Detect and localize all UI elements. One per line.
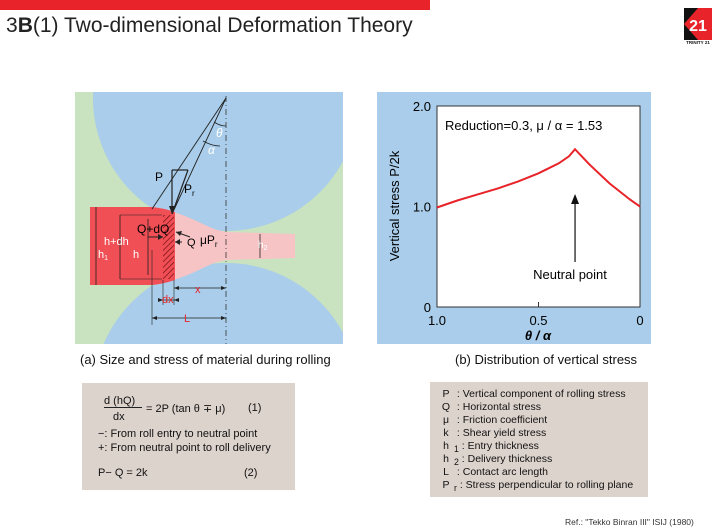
lower-roll xyxy=(103,263,343,344)
label-h1: h1 xyxy=(98,249,108,262)
series-line xyxy=(436,147,641,209)
legend-row: L : Contact arc length xyxy=(443,466,548,478)
symbol-legend: P : Vertical component of rolling stress… xyxy=(430,382,648,497)
eq1-rhs: = 2P (tan θ ∓ μ) xyxy=(146,403,226,415)
label-p: P xyxy=(155,170,163,184)
y-tick-label: 0 xyxy=(424,300,431,315)
rolling-diagram: θ α P Pr Q+dQ Q μPr h+dh h h1 h2 dx x L xyxy=(75,92,343,344)
eq1-tag: (1) xyxy=(248,402,262,414)
vertical-stress-chart: Reduction=0.3, μ / α = 1.53 Vertical str… xyxy=(387,99,644,343)
note-plus: +: From neutral point to roll delivery xyxy=(98,442,271,454)
label-x: x xyxy=(195,284,201,296)
note-minus: −: From roll entry to neutral point xyxy=(98,428,258,440)
label-theta: θ xyxy=(216,126,223,140)
title-part: (1) xyxy=(32,14,59,37)
x-tick-label: 0 xyxy=(636,313,643,328)
title-text: Two-dimensional Deformation Theory xyxy=(64,14,413,37)
legend-row: P : Vertical component of rolling stress xyxy=(442,388,626,400)
label-alpha: α xyxy=(208,143,216,157)
eq1-numerator: d (hQ) xyxy=(104,395,136,407)
y-tick-label: 2.0 xyxy=(413,99,431,114)
eq2: P− Q = 2k xyxy=(98,467,148,479)
caption-b: (b) Distribution of vertical stress xyxy=(455,352,638,367)
page-title: 3B(1) Two-dimensional Deformation Theory xyxy=(6,14,413,38)
reference-note: Ref.: "Tekko Binran III" ISIJ (1980) xyxy=(565,517,694,527)
label-l: L xyxy=(184,313,190,325)
label-h-plus-dh: h+dh xyxy=(104,236,129,248)
x-tick-label: 1.0 xyxy=(428,313,446,328)
equations-box: d (hQ) dx = 2P (tan θ ∓ μ) (1) −: From r… xyxy=(82,383,295,490)
legend-row: μ : Friction coefficient xyxy=(442,414,548,426)
logo-text: TRINITY 21 xyxy=(686,40,710,45)
label-q-dq: Q+dQ xyxy=(137,222,169,236)
label-mu-pr: μPr xyxy=(200,233,218,249)
label-pr: Pr xyxy=(184,182,195,198)
y-tick-label: 1.0 xyxy=(413,200,431,215)
title-section-letter: B xyxy=(17,14,33,37)
label-dx: dx xyxy=(162,294,174,306)
logo-number: 21 xyxy=(689,18,707,35)
eq1-denominator: dx xyxy=(113,411,125,423)
company-logo: 21 xyxy=(684,8,712,40)
title-section-number: 3 xyxy=(6,14,18,37)
caption-a: (a) Size and stress of material during r… xyxy=(80,352,331,367)
header-accent-bar xyxy=(0,0,430,10)
label-h: h xyxy=(133,249,139,261)
y-axis-label: Vertical stress P/2k xyxy=(387,150,402,261)
entry-material xyxy=(90,207,175,285)
x-axis-label: θ / α xyxy=(525,328,552,343)
x-tick-label: 0.5 xyxy=(529,313,547,328)
label-q: Q xyxy=(187,237,196,249)
neutral-point-arrowhead xyxy=(571,194,580,204)
label-h2: h2 xyxy=(258,240,268,252)
legend-row: k : Shear yield stress xyxy=(443,427,547,439)
eq1-fraction-bar xyxy=(104,407,142,408)
upper-roll xyxy=(93,92,343,231)
legend-row: Q : Horizontal stress xyxy=(441,401,541,413)
element-slice xyxy=(163,215,174,279)
eq2-tag: (2) xyxy=(244,467,258,479)
plot-area xyxy=(436,105,641,308)
neutral-point-label: Neutral point xyxy=(533,267,607,282)
chart-title: Reduction=0.3, μ / α = 1.53 xyxy=(445,118,602,133)
